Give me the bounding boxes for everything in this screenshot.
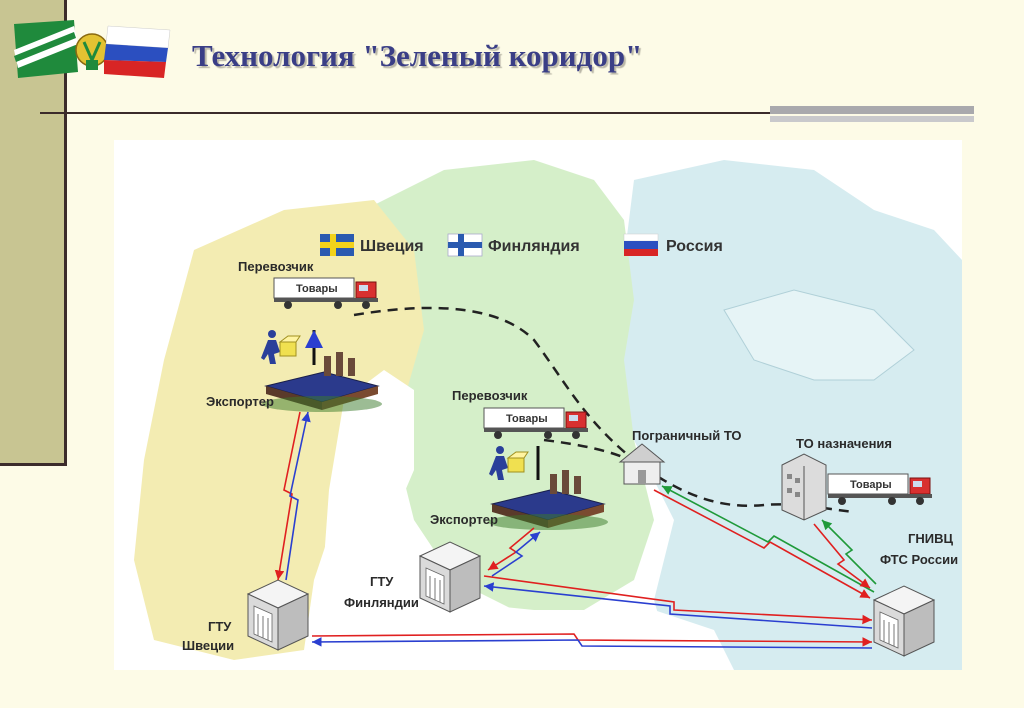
carrier-label-finland: Перевозчик [452,388,528,403]
country-label-sweden: Швеция [360,238,424,255]
border-office-label: Пограничный ТО [632,428,742,443]
customs-logo [14,20,171,78]
green-corridor-diagram: Швеция Финляндия Россия Перевозчик Товар… [114,140,962,670]
russia-flag-icon [623,233,659,256]
finland-region [364,160,654,610]
finland-flag-icon [447,233,483,257]
cargo-label-sweden: Товары [296,283,338,295]
russia-kola-peninsula [723,289,915,381]
transit-route [353,306,855,514]
border-office-icon [618,443,666,485]
country-label-finland: Финляндия [488,238,580,255]
gulf-of-bothnia [324,370,414,580]
country-label-russia: Россия [666,238,723,255]
gnivc-label-2: ФТС России [880,552,958,567]
gnivc-label-1: ГНИВЦ [908,531,953,546]
dest-office-icon [781,453,827,521]
left-accent-bar [0,0,67,465]
title-divider-accent [770,106,974,114]
gtu-se-label-1: ГТУ [208,619,232,634]
signal-links [274,411,877,649]
dest-office-label: ТО назначения [796,436,892,451]
title-divider-accent-2 [770,116,974,122]
sweden-flag-icon [320,234,354,256]
carrier-label-sweden: Перевозчик [238,259,314,274]
emblem-icon [75,33,109,70]
exporter-label-finland: Экспортер [430,512,498,527]
left-accent-underline [0,463,67,466]
transit-route-fi [543,438,630,462]
gtu-fi-server-icon [419,541,481,613]
russia-flag-icon [104,25,171,78]
cargo-label-finland: Товары [506,413,548,425]
gtu-fi-label-1: ГТУ [370,574,394,589]
gnivc-server-icon [873,585,935,657]
page-title: Технология "Зеленый коридор" [192,38,643,73]
customs-flag-icon [14,20,78,78]
gtu-se-server-icon [247,579,309,651]
exporter-label-sweden: Экспортер [206,394,274,409]
russia-region [614,160,962,670]
cargo-label-russia: Товары [850,479,892,491]
title-divider [40,112,960,114]
sweden-region [134,200,424,660]
gtu-fi-label-2: Финляндии [344,595,419,610]
gtu-se-label-2: Швеции [182,638,234,653]
